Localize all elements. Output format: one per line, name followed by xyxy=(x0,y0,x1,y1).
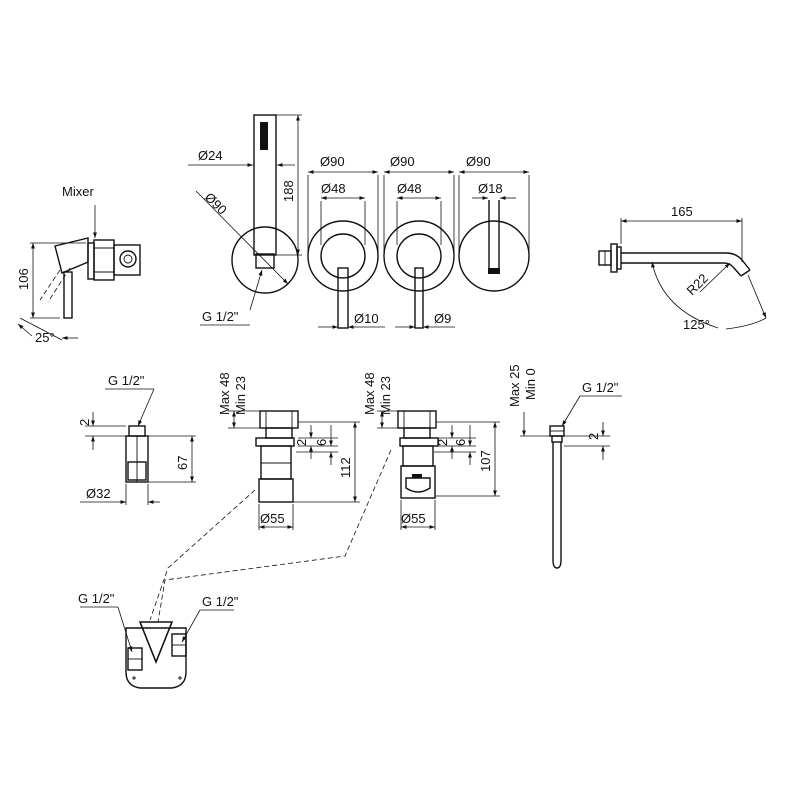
spout-install-side-view xyxy=(520,395,622,569)
mixer-body-side-view-2 xyxy=(377,410,500,530)
dia-24-label: Ø24 xyxy=(198,148,223,163)
gap-2-label-2: 2 xyxy=(435,439,450,446)
dia-10-label: Ø10 xyxy=(354,311,379,326)
dia-90-label-3: Ø90 xyxy=(466,154,491,169)
min-0-label: Min 0 xyxy=(523,368,538,400)
dia-55-label-2: Ø55 xyxy=(401,511,426,526)
dia-90-label-holder: Ø90 xyxy=(202,190,230,218)
gap-2-label-1: 2 xyxy=(294,439,309,446)
dia-18-label: Ø18 xyxy=(478,181,503,196)
gap-2-label-spout: 2 xyxy=(586,433,601,440)
max-25-label: Max 25 xyxy=(507,364,522,407)
max-48-label-1: Max 48 xyxy=(217,372,232,415)
mixer-plate-1-front-view xyxy=(307,170,385,329)
height-106-label: 106 xyxy=(16,268,31,290)
gap-6-label-2: 6 xyxy=(453,439,468,446)
height-188-label: 188 xyxy=(281,180,296,202)
mixer-plate-2-front-view xyxy=(383,170,455,329)
connection-lines xyxy=(149,449,392,623)
mixer-label: Mixer xyxy=(62,184,94,199)
max-48-label-2: Max 48 xyxy=(362,372,377,415)
radius-22-label: R22 xyxy=(684,271,711,298)
spout-plate-front-view xyxy=(458,170,530,292)
dia-90-label-2: Ø90 xyxy=(390,154,415,169)
thread-label-diverter-right: G 1/2" xyxy=(202,594,239,609)
min-23-label-2: Min 23 xyxy=(378,376,393,415)
mixer-body-side-view-1 xyxy=(228,410,360,530)
thread-label-holder-side: G 1/2" xyxy=(108,373,145,388)
angle-125-label: 125° xyxy=(683,317,710,332)
thread-label-spout: G 1/2" xyxy=(582,380,619,395)
mixer-side-view xyxy=(17,205,141,341)
dia-32-label: Ø32 xyxy=(86,486,111,501)
gap-6-label-1: 6 xyxy=(314,439,329,446)
height-107-label: 107 xyxy=(478,450,493,472)
thread-label-holder: G 1/2" xyxy=(202,309,239,324)
dia-90-label-1: Ø90 xyxy=(320,154,345,169)
spout-side-view xyxy=(598,218,767,330)
thread-label-diverter-left: G 1/2" xyxy=(78,591,115,606)
gap-2-label-holder: 2 xyxy=(77,419,92,426)
dia-55-label-1: Ø55 xyxy=(260,511,285,526)
length-165-label: 165 xyxy=(671,204,693,219)
dia-48-label-2: Ø48 xyxy=(397,181,422,196)
dia-9-label: Ø9 xyxy=(434,311,451,326)
shower-holder-front-view xyxy=(188,114,302,326)
height-112-label: 112 xyxy=(338,457,353,478)
dia-48-label-1: Ø48 xyxy=(321,181,346,196)
angle-25-label: 25° xyxy=(35,330,55,345)
min-23-label-1: Min 23 xyxy=(233,376,248,415)
diverter-body-view xyxy=(80,606,234,689)
height-67-label: 67 xyxy=(175,456,190,470)
holder-side-view xyxy=(80,388,196,505)
